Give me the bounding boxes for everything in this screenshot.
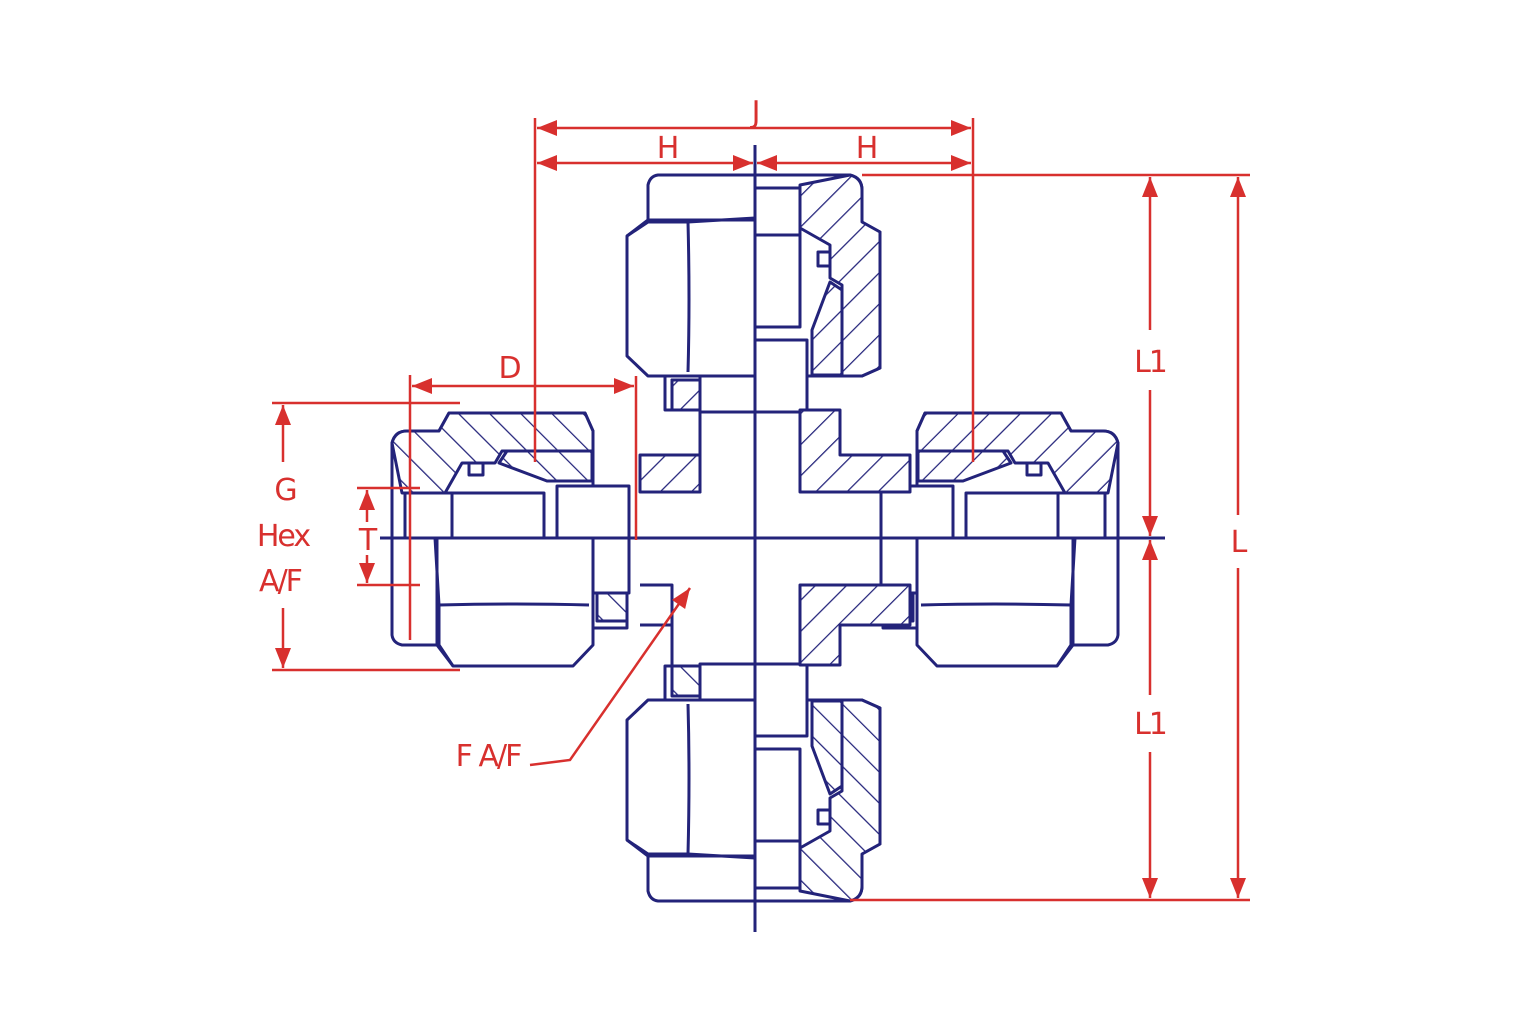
dim-label-g: G: [274, 473, 295, 508]
dim-label-j: J: [750, 95, 759, 130]
dim-label-l: L: [1231, 525, 1248, 560]
dim-label-h-left: H: [657, 131, 678, 166]
body-section: [638, 378, 912, 667]
dim-label-d: D: [498, 351, 520, 386]
dim-label-h-right: H: [856, 131, 877, 166]
dim-label-l1-top: L1: [1134, 345, 1166, 380]
dim-label-l1-bottom: L1: [1134, 707, 1166, 742]
dim-label-hex: Hex: [257, 519, 310, 554]
dim-label-af: A/F: [259, 564, 302, 599]
dim-label-t: T: [358, 523, 378, 558]
dim-label-f-af: F A/F: [456, 739, 521, 774]
dimension-lines: [272, 118, 1250, 902]
